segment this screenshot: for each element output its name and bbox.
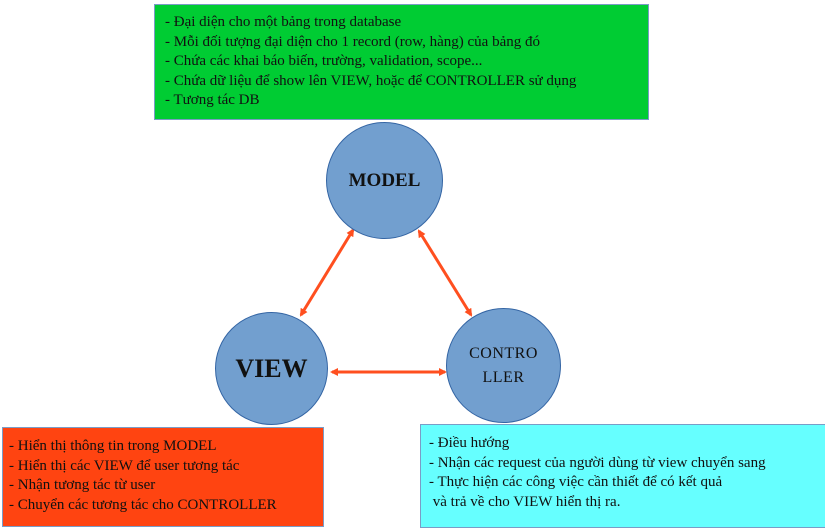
model-note: - Chứa dữ liệu để show lên VIEW, hoặc để…: [165, 72, 577, 89]
model-note: - Mỗi đối tượng đại diện cho 1 record (r…: [165, 33, 540, 50]
model-note: - Tương tác DB: [165, 92, 260, 108]
view-label: VIEW: [235, 353, 308, 383]
view-note: - Nhận tương tác từ user: [9, 477, 156, 493]
controller-note: - Nhận các request của người dùng từ vie…: [429, 454, 766, 471]
model-view-arrow: [299, 228, 355, 317]
controller-label-line2: LLER: [482, 368, 525, 386]
view-note: - Hiển thị các VIEW để user tương tác: [9, 457, 240, 474]
controller-node: CONTRO LLER: [446, 308, 561, 423]
view-note: - Chuyển các tương tác cho CONTROLLER: [9, 496, 277, 513]
model-controller-arrow: [417, 229, 473, 317]
model-label: MODEL: [348, 169, 421, 191]
controller-note: - Điều hướng: [429, 435, 510, 451]
controller-description-box: - Điều hướng - Nhận các request của ngườ…: [420, 424, 825, 528]
model-note: - Chứa các khai báo biến, trường, valida…: [165, 53, 483, 69]
controller-note: - Thực hiện các công việc cần thiết để c…: [429, 474, 723, 490]
view-description-box: - Hiển thị thông tin trong MODEL - Hiển …: [2, 427, 324, 527]
controller-note: và trả về cho VIEW hiển thị ra.: [429, 493, 621, 510]
model-node: MODEL: [326, 122, 443, 239]
view-note: - Hiển thị thông tin trong MODEL: [9, 438, 217, 454]
model-description-box: - Đại diện cho một bảng trong database -…: [154, 4, 649, 120]
view-node: VIEW: [215, 312, 328, 425]
controller-label-line1: CONTRO: [469, 344, 538, 362]
model-note: - Đại diện cho một bảng trong database: [165, 14, 402, 30]
